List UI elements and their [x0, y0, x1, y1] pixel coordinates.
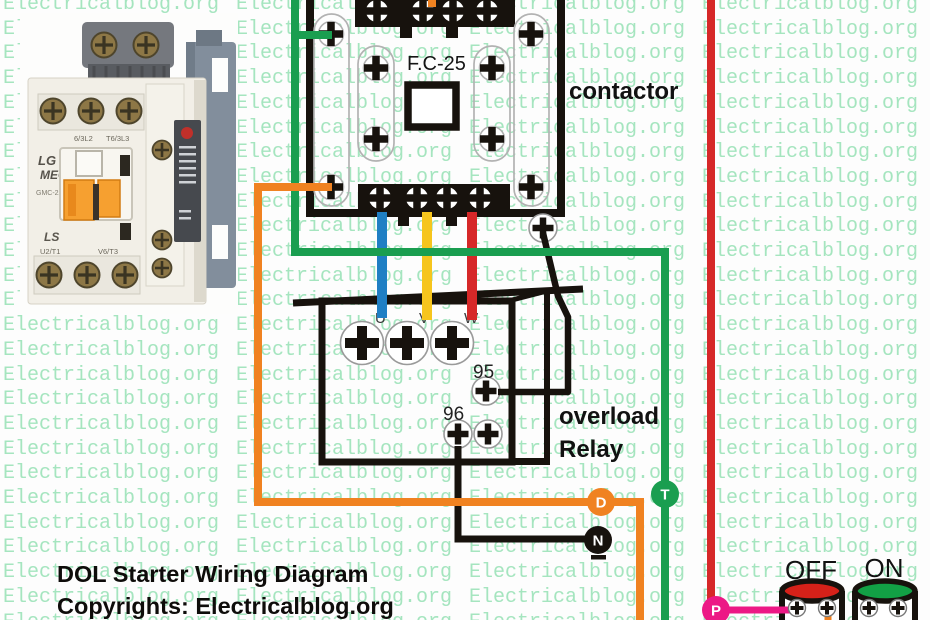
photo-screw: [131, 30, 161, 60]
overload-relay-label-line1: overload: [559, 403, 659, 430]
pole-outline: [473, 45, 511, 162]
contactor-schematic: F.C-25: [306, 0, 565, 242]
node-t-label: T: [660, 487, 669, 504]
pole-outline: [313, 13, 350, 207]
relay-outline: [318, 297, 516, 466]
on-button-cap: [852, 578, 918, 604]
strip-tab: [400, 27, 412, 38]
aux-contact-wire: [498, 232, 572, 396]
terminal-cross: [431, 322, 474, 365]
terminal-cross: [364, 127, 389, 152]
terminal-cross: [519, 22, 544, 47]
photo-terminal-marking: V6/T3: [98, 247, 118, 256]
off-button-cap: [779, 578, 845, 604]
node-n-label: N: [593, 533, 604, 550]
caption-copyright: Copyrights: Electricalblog.org: [57, 593, 394, 619]
off-button-label: OFF: [785, 555, 837, 585]
orange-wire: [254, 183, 644, 620]
photo-terminal-marking: T6/3L3: [106, 134, 129, 143]
terminal-cross: [887, 597, 909, 619]
coil-symbol: [404, 81, 460, 131]
photo-top-terminal-block: [82, 22, 174, 80]
node-d-label: D: [596, 495, 607, 512]
photo-screw: [72, 260, 102, 290]
strip-tab: [446, 27, 458, 38]
strip-tab: [398, 212, 409, 226]
neutral-96-wire: [454, 446, 586, 543]
photo-screw: [76, 96, 106, 126]
relay-3d-edge: [511, 288, 548, 303]
photo-terminal-marking: 6/3L2: [74, 134, 93, 143]
terminal-cross: [858, 597, 880, 619]
terminal-label-u: U: [375, 310, 386, 327]
photo-screw: [89, 30, 119, 60]
photo-model: GMC-22: [36, 190, 63, 197]
terminal-cross: [480, 56, 505, 81]
photo-centre-latch: [59, 147, 133, 240]
contactor-label: contactor: [569, 78, 678, 105]
node-t: T: [651, 480, 679, 508]
green-wire: [291, 0, 669, 620]
on-button-label: ON: [865, 553, 904, 583]
node-p: P: [702, 596, 730, 620]
strip-tab: [446, 212, 457, 226]
node-p-label: P: [711, 603, 721, 620]
terminal-cross: [786, 597, 808, 619]
photo-screw: [114, 96, 144, 126]
terminal-cross: [364, 56, 389, 81]
photo-terminal-marking: U2/T1: [40, 247, 60, 256]
photo-screw: [34, 260, 64, 290]
node-n: N: [584, 526, 612, 560]
pole-outline: [513, 13, 550, 207]
overload-relay-label-line2: Relay: [559, 436, 624, 463]
terminal-cross: [519, 175, 544, 200]
terminal-cross: [480, 127, 505, 152]
photo-screw: [110, 260, 140, 290]
photo-brand-lg: LG: [38, 153, 56, 168]
contactor-photo: 6/3L2 T6/3L3 LG MEC GMC-22 LS U2/T1 V6/T…: [20, 13, 238, 314]
terminal-label-95: 95: [473, 362, 494, 383]
overload-relay-schematic: U V W 95 96: [292, 285, 584, 466]
photo-screw: [38, 96, 68, 126]
caption-title: DOL Starter Wiring Diagram: [57, 561, 368, 587]
terminal-cross: [816, 597, 838, 619]
pole-outline: [357, 45, 395, 162]
node-d: D: [587, 488, 615, 516]
terminal-label-96: 96: [443, 404, 464, 425]
photo-label-sticker: [174, 120, 201, 242]
terminal-cross: [341, 322, 384, 365]
photo-logo-ls: LS: [44, 230, 59, 244]
contactor-model-label: F.C-25: [407, 53, 466, 75]
node-n-underscore: [591, 555, 606, 560]
terminal-cross-96: [474, 420, 502, 448]
terminal-cross: [386, 322, 429, 365]
